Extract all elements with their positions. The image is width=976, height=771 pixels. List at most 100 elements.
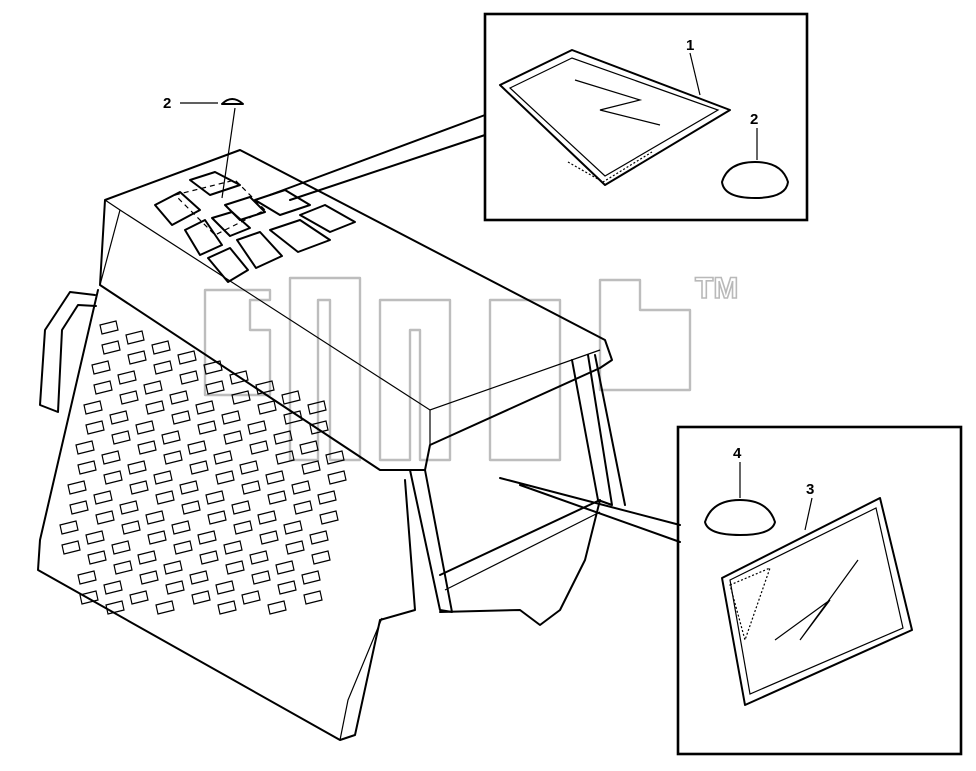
knob-main: [221, 98, 244, 105]
vent-hole: [191, 590, 211, 605]
vent-hole: [155, 490, 175, 505]
vent-hole: [225, 560, 245, 575]
vent-hole: [91, 360, 111, 375]
vent-hole: [205, 490, 225, 505]
vent-hole: [127, 350, 147, 365]
vent-hole: [135, 420, 155, 435]
vent-hole: [325, 450, 345, 465]
vent-hole: [267, 600, 287, 615]
vent-hole: [181, 500, 201, 515]
callout-2-detail: 2: [750, 111, 758, 128]
roof-glass-panel: [499, 49, 731, 186]
vent-hole: [291, 480, 311, 495]
vent-hole: [255, 380, 275, 395]
vent-hole: [251, 570, 271, 585]
detail-box-bottom: 3 4: [676, 425, 963, 756]
vent-hole: [317, 490, 337, 505]
vent-hole: [125, 330, 145, 345]
watermark: TM: [203, 271, 739, 462]
callout-3: 3: [806, 481, 814, 498]
vent-hole: [303, 590, 323, 605]
vent-hole: [189, 570, 209, 585]
vent-hole: [249, 550, 269, 565]
vent-hole: [249, 440, 269, 455]
vent-hole: [223, 540, 243, 555]
vent-hole: [301, 460, 321, 475]
vent-hole: [109, 410, 129, 425]
vent-hole: [67, 480, 87, 495]
vent-hole: [105, 600, 125, 615]
vent-hole: [151, 340, 171, 355]
vent-hole: [241, 480, 261, 495]
vent-hole: [139, 570, 159, 585]
vent-hole: [195, 400, 215, 415]
vent-hole: [217, 600, 237, 615]
vent-hole: [301, 570, 321, 585]
vent-hole: [155, 600, 175, 615]
vent-hole: [87, 550, 107, 565]
vent-hole: [129, 590, 149, 605]
vent-hole: [273, 430, 293, 445]
vent-hole: [79, 590, 99, 605]
vent-hole: [265, 470, 285, 485]
vent-hole: [129, 480, 149, 495]
vent-hole: [231, 390, 251, 405]
vent-hole: [277, 580, 297, 595]
vent-hole: [83, 400, 103, 415]
vent-hole: [179, 370, 199, 385]
canopy-assembly: 2: [37, 95, 681, 741]
vent-hole: [145, 400, 165, 415]
vent-hole: [215, 470, 235, 485]
vent-hole: [101, 450, 121, 465]
knob-detail: [721, 161, 789, 199]
vent-hole: [103, 580, 123, 595]
callout-4: 4: [733, 445, 742, 462]
vent-hole: [163, 450, 183, 465]
vent-hole: [299, 440, 319, 455]
vent-hole: [257, 510, 277, 525]
vent-hole: [99, 320, 119, 335]
vent-hole: [275, 450, 295, 465]
vent-hole: [121, 520, 141, 535]
vent-hole: [153, 470, 173, 485]
vent-hole: [187, 440, 207, 455]
vent-hole: [223, 430, 243, 445]
vent-hole: [93, 490, 113, 505]
vent-hole: [229, 370, 249, 385]
vent-hole: [153, 360, 173, 375]
vent-hole: [61, 540, 81, 555]
vent-hole: [93, 380, 113, 395]
vent-hole: [199, 550, 219, 565]
leader-top: [269, 114, 486, 201]
vent-hole: [171, 520, 191, 535]
detail-box-top: 1 2: [483, 12, 809, 222]
vent-hole: [161, 430, 181, 445]
vent-hole: [215, 580, 235, 595]
vent-hole: [163, 560, 183, 575]
vent-hole: [119, 390, 139, 405]
vent-hole: [147, 530, 167, 545]
vent-hole: [85, 530, 105, 545]
vent-hole: [177, 350, 197, 365]
vent-hole: [143, 380, 163, 395]
callout-2-main: 2: [163, 95, 171, 112]
callout-1: 1: [686, 37, 694, 54]
vent-hole: [319, 510, 339, 525]
vent-hole: [241, 590, 261, 605]
vent-hole: [77, 460, 97, 475]
side-handle: [39, 291, 97, 413]
vent-hole: [203, 360, 223, 375]
vent-hole: [197, 530, 217, 545]
vent-hole: [275, 560, 295, 575]
vent-hole: [309, 530, 329, 545]
vent-hole: [239, 460, 259, 475]
vent-hole: [221, 410, 241, 425]
vent-hole: [311, 550, 331, 565]
roof-panel: [99, 149, 613, 471]
vent-hole: [77, 570, 97, 585]
vent-hole: [233, 520, 253, 535]
roof-openings: [154, 171, 356, 283]
trademark-text: TM: [695, 272, 738, 305]
vent-hole: [103, 470, 123, 485]
vent-hole: [75, 440, 95, 455]
